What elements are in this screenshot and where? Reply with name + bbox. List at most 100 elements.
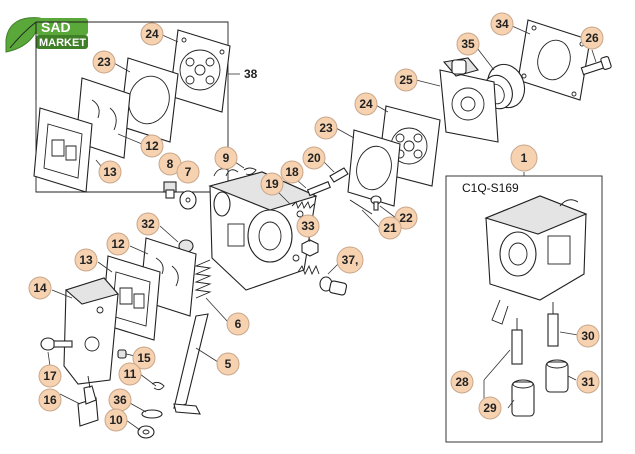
callout-24b: 24	[354, 92, 378, 116]
cover-plate	[517, 19, 591, 101]
callout-11: 11	[118, 362, 142, 386]
svg-text:6: 6	[235, 317, 242, 331]
throttle-shaft	[173, 313, 209, 415]
assembly-code: C1Q-S169	[462, 181, 519, 195]
clip-9	[243, 167, 257, 175]
callout-28: 28	[450, 370, 474, 394]
spring-19	[291, 200, 315, 210]
svg-text:23: 23	[319, 121, 333, 135]
svg-text:31: 31	[581, 375, 595, 389]
callout-34: 34	[490, 12, 514, 36]
jet-15	[117, 349, 127, 359]
callout-21: 21	[378, 216, 402, 240]
callout-24a: 24	[140, 22, 164, 46]
svg-text:8: 8	[167, 157, 174, 171]
svg-text:7: 7	[185, 165, 192, 179]
svg-text:35: 35	[461, 37, 475, 51]
svg-text:36: 36	[113, 393, 127, 407]
callout-29: 29	[478, 396, 502, 420]
callout-10: 10	[104, 408, 128, 432]
svg-text:13: 13	[103, 165, 117, 179]
screw-10	[137, 425, 155, 439]
gasket-round	[347, 129, 401, 207]
callout-8: 8	[158, 152, 182, 176]
callout-18: 18	[280, 160, 304, 184]
svg-text:34: 34	[495, 17, 509, 31]
logo-line2: MARKET	[39, 37, 86, 49]
svg-text:5: 5	[225, 357, 232, 371]
svg-text:32: 32	[141, 217, 155, 231]
carburetor-body	[208, 168, 318, 291]
callout-36: 36	[108, 388, 132, 412]
svg-text:1: 1	[521, 151, 528, 165]
callout-19: 19	[260, 172, 284, 196]
svg-text:30: 30	[581, 329, 595, 343]
callout-7: 7	[176, 160, 200, 184]
svg-text:9: 9	[223, 151, 230, 165]
svg-text:15: 15	[137, 351, 151, 365]
assembly-screw-30	[547, 302, 559, 347]
washer-36	[141, 409, 163, 419]
spring-set-37	[297, 264, 348, 296]
pin-21	[349, 199, 373, 215]
needle-16	[77, 375, 99, 427]
svg-text:12: 12	[111, 237, 125, 251]
svg-text:37,: 37,	[342, 253, 359, 267]
leader-lines	[47, 25, 597, 431]
screw-8	[163, 181, 177, 199]
screw	[580, 56, 612, 76]
svg-text:21: 21	[383, 221, 397, 235]
svg-text:29: 29	[483, 401, 497, 415]
assembly-carburetor	[484, 195, 588, 325]
clip-11	[151, 381, 165, 391]
svg-text:22: 22	[399, 211, 413, 225]
callout-32: 32	[136, 212, 160, 236]
callout-25: 25	[394, 68, 418, 92]
svg-text:28: 28	[455, 375, 469, 389]
assembly-cap-29	[511, 379, 535, 417]
return-spring	[194, 259, 212, 299]
callout-33: 33	[296, 214, 320, 238]
svg-text:20: 20	[307, 151, 321, 165]
callout-31: 31	[576, 370, 600, 394]
callout-30: 30	[576, 324, 600, 348]
callout-5: 5	[216, 352, 240, 376]
callout-16: 16	[38, 388, 62, 412]
callout-6: 6	[226, 312, 250, 336]
svg-text:26: 26	[585, 31, 599, 45]
svg-text:13: 13	[79, 253, 93, 267]
lever-20	[329, 167, 349, 183]
callout-17: 17	[38, 364, 62, 388]
screw-7	[179, 190, 197, 210]
nut-33	[301, 239, 319, 257]
svg-text:10: 10	[109, 413, 123, 427]
callouts: 1 24 23 12 13 34 26 35 25 24 23 9 8 7 19…	[28, 12, 604, 432]
callout-13a: 13	[98, 160, 122, 184]
callout-23a: 23	[92, 50, 116, 74]
callout-9: 9	[214, 146, 238, 170]
svg-text:19: 19	[265, 177, 279, 191]
svg-text:11: 11	[124, 367, 137, 381]
callout-35: 35	[456, 32, 480, 56]
assembly-box: C1Q-S169	[445, 172, 603, 443]
svg-text:14: 14	[33, 281, 47, 295]
callout-12a: 12	[140, 134, 164, 158]
svg-text:24: 24	[145, 27, 159, 41]
needle-18	[306, 181, 331, 197]
pump-housing	[439, 57, 499, 143]
callout-15: 15	[132, 346, 156, 370]
sad-market-logo: SAD MARKET	[5, 17, 88, 53]
svg-text:17: 17	[43, 369, 57, 383]
callout-12b: 12	[106, 232, 130, 256]
svg-text:18: 18	[285, 165, 299, 179]
kit-label: 38	[244, 67, 258, 81]
callout-26: 26	[580, 26, 604, 50]
kit-pump-gasket	[33, 107, 93, 193]
callout-1: 1	[510, 144, 538, 172]
svg-text:16: 16	[43, 393, 57, 407]
svg-text:25: 25	[399, 73, 413, 87]
assembly-cap-31	[545, 359, 569, 393]
callout-20: 20	[302, 146, 326, 170]
svg-text:33: 33	[301, 219, 315, 233]
